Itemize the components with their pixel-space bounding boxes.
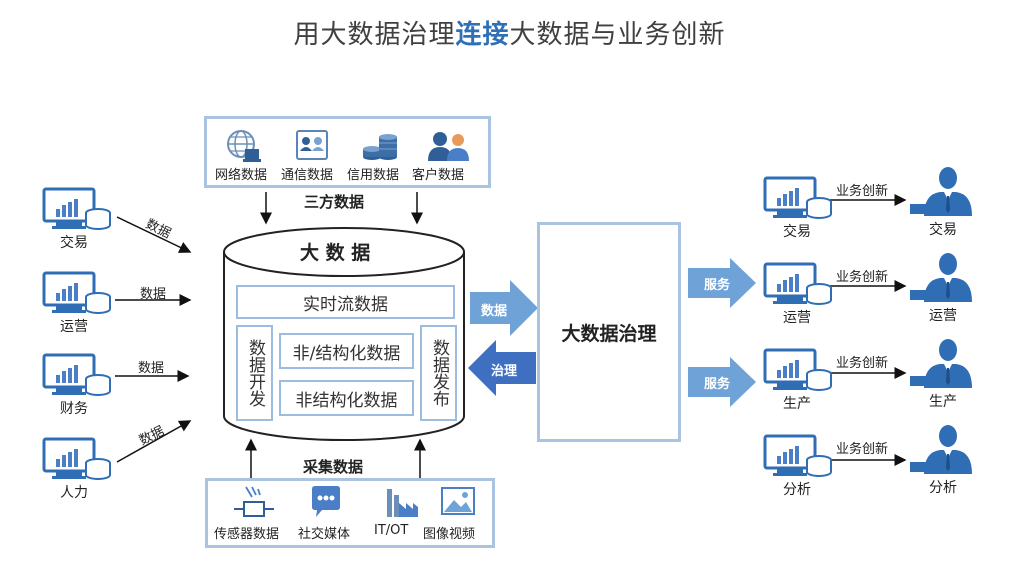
target-source-label: 交易	[783, 224, 811, 240]
source-computer	[42, 353, 112, 401]
business-person-icon	[910, 167, 972, 216]
source-computer	[42, 437, 112, 485]
business-person	[910, 422, 972, 478]
computer-database-icon	[763, 434, 832, 477]
collect-label: 采集数据	[303, 458, 364, 476]
collect-item-label: 传感器数据	[214, 527, 280, 542]
big-data-title: 大 数 据	[300, 242, 371, 264]
third-party-item-label: 通信数据	[281, 168, 334, 183]
service-arrow-2	[688, 357, 756, 407]
target-label: 分析	[929, 480, 957, 496]
governance-label: 大数据治理	[561, 322, 657, 345]
source-label: 交易	[60, 235, 88, 251]
govern-arrow-label: 治理	[491, 364, 518, 379]
third-party-item-label: 客户数据	[412, 168, 465, 183]
collect-item-label: 社交媒体	[298, 527, 351, 542]
computer-database-icon	[42, 187, 111, 230]
source-computer	[42, 271, 112, 319]
realtime-stream-box: 实时流数据	[236, 285, 455, 319]
business-person	[910, 250, 972, 306]
source-label: 运营	[60, 319, 88, 335]
source-arrow-label: 数据	[140, 287, 167, 302]
target-source-label: 运营	[783, 310, 811, 326]
data-arrow-right	[470, 280, 538, 336]
factory-icon	[387, 489, 418, 517]
target-label: 交易	[929, 222, 957, 238]
innovation-arrow-label: 业务创新	[836, 184, 889, 199]
third-party-item-label: 信用数据	[347, 168, 400, 183]
computer-database-icon	[763, 176, 832, 219]
title-highlight: 连接	[455, 20, 510, 50]
sensor-icon	[234, 486, 274, 517]
computer-database-icon	[42, 271, 111, 314]
users-icon	[428, 132, 469, 161]
title-part2: 大数据与业务创新	[509, 20, 726, 50]
target-source-label: 分析	[783, 482, 811, 498]
title-part1: 用大数据治理	[293, 20, 456, 50]
source-label: 财务	[60, 401, 88, 417]
business-person-icon	[910, 425, 972, 474]
collect-item-label: 图像视频	[423, 527, 476, 542]
third-party-label: 三方数据	[304, 193, 365, 211]
computer-database-icon	[763, 348, 832, 391]
data-dev-box: 数据开发	[236, 325, 273, 421]
innovation-arrow-label: 业务创新	[836, 442, 889, 457]
target-source-label: 生产	[783, 396, 811, 412]
innovation-arrow-label: 业务创新	[836, 270, 889, 285]
globe-computer-icon	[227, 130, 261, 162]
business-person	[910, 164, 972, 220]
structured-data-box: 非/结构化数据	[279, 333, 414, 369]
innovation-arrow-label: 业务创新	[836, 356, 889, 371]
contact-card-icon	[296, 130, 328, 160]
govern-arrow-left	[468, 340, 536, 396]
target-computer	[763, 262, 833, 310]
third-party-data-box: 网络数据 通信数据 信用数据 客户数据	[204, 116, 491, 188]
unstructured-data-box: 非结构化数据	[279, 380, 414, 416]
target-computer	[763, 176, 833, 224]
computer-database-icon	[42, 353, 111, 396]
source-arrow-label: 数据	[138, 361, 165, 376]
computer-database-icon	[763, 262, 832, 305]
governance-box: 大数据治理	[537, 222, 681, 442]
chat-bubble-icon	[312, 486, 340, 517]
target-label: 运营	[929, 308, 957, 324]
source-label: 人力	[60, 485, 88, 501]
service-arrow-1	[688, 258, 756, 308]
page-title: 用大数据治理连接大数据与业务创新	[0, 14, 1019, 51]
service-arrow-label: 服务	[704, 278, 731, 293]
source-computer	[42, 187, 112, 235]
service-arrow-label: 服务	[704, 377, 731, 392]
data-arrow-label: 数据	[481, 304, 508, 319]
business-person-icon	[910, 339, 972, 388]
third-party-item-label: 网络数据	[215, 168, 268, 183]
business-person-icon	[910, 253, 972, 302]
target-computer	[763, 434, 833, 482]
target-computer	[763, 348, 833, 396]
collect-item-label: IT/OT	[374, 523, 409, 538]
coin-stack-icon	[363, 134, 397, 160]
data-publish-box: 数据发布	[420, 325, 457, 421]
image-icon	[441, 487, 475, 515]
collect-data-box: 传感器数据 社交媒体 IT/OT 图像视频	[205, 478, 495, 548]
target-label: 生产	[929, 394, 957, 410]
computer-database-icon	[42, 437, 111, 480]
business-person	[910, 336, 972, 392]
